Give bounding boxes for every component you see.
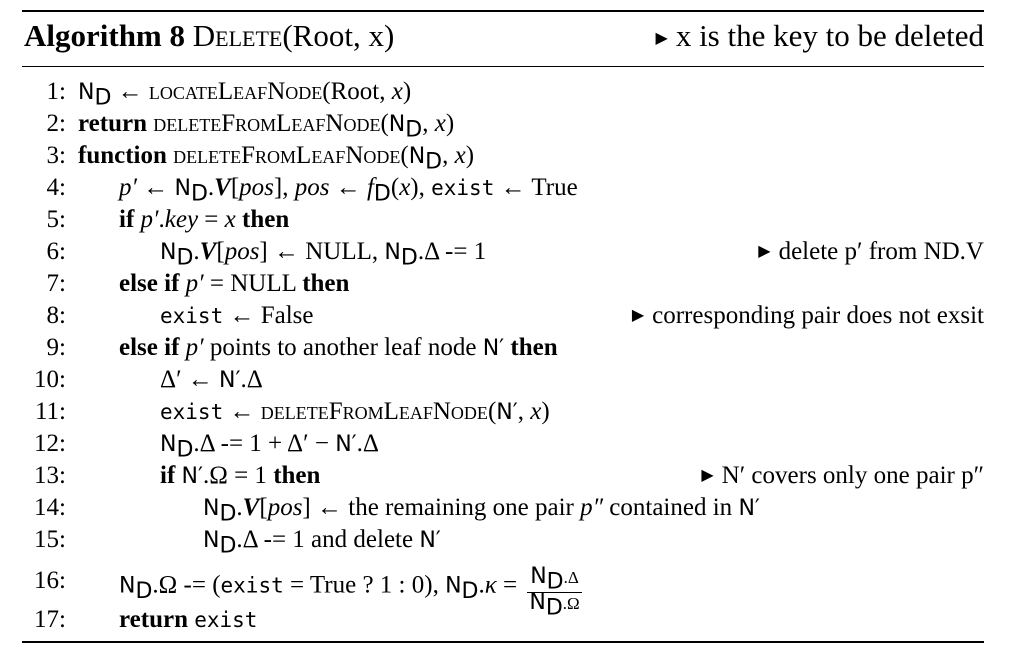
algorithm-line: 14: ND.V[pos] ← the remaining one pair p… (22, 492, 984, 527)
line-number: 13: (34, 462, 66, 489)
algorithm-lines: 1: ND ← locateLeafNode(Root, x) 2: retur… (22, 76, 984, 636)
line-number: 7: (46, 270, 66, 297)
algorithm-line: 7: else if p′ = NULL then (22, 268, 984, 300)
algorithm-line: 12: ND.Δ -= 1 + Δ′ − N′.Δ (22, 428, 984, 463)
algorithm-line: 2: return deleteFromLeafNode(ND, x) (22, 108, 984, 143)
bottom-rule (22, 641, 984, 643)
line-comment: ▶N′ covers only one pair p″ (701, 462, 984, 489)
line-number: 15: (34, 526, 66, 553)
algorithm-title: Algorithm 8 Delete(Root, x) (24, 18, 395, 53)
top-rule (22, 10, 984, 12)
algorithm-line: 16: ND.Ω -= (exist = True ? 1 : 0), ND.κ… (22, 556, 984, 619)
line-code: return deleteFromLeafNode(ND, x) (78, 110, 455, 143)
algorithm-line: 9: else if p′ points to another leaf nod… (22, 332, 984, 364)
algorithm-line: 8: exist ← False ▶corresponding pair doe… (22, 300, 984, 332)
line-number: 8: (46, 302, 66, 329)
line-code: if N′.Ω = 1 then (160, 462, 321, 489)
algorithm-line: 11: exist ← deleteFromLeafNode(N′, x) (22, 396, 984, 428)
algorithm-line: 1: ND ← locateLeafNode(Root, x) (22, 76, 984, 111)
line-number: 12: (34, 430, 66, 457)
line-code: Δ′ ← N′.Δ (160, 366, 263, 393)
line-comment: ▶delete p′ from ND.V (758, 238, 984, 265)
algorithm-line: 10: Δ′ ← N′.Δ (22, 364, 984, 396)
line-code: ND ← locateLeafNode(Root, x) (78, 78, 412, 111)
line-code: ND.Ω -= (exist = True ? 1 : 0), ND.κ = N… (119, 564, 582, 620)
comment-triangle-icon: ▶ (701, 467, 714, 484)
line-code: else if p′ = NULL then (119, 270, 350, 297)
line-code: ND.Δ -= 1 + Δ′ − N′.Δ (160, 430, 379, 463)
algorithm-line: 13: if N′.Ω = 1 then ▶N′ covers only one… (22, 460, 984, 492)
line-code: ND.V[pos] ← NULL, ND.Δ -= 1 (160, 238, 487, 271)
header-rule (22, 66, 984, 67)
line-code: exist ← deleteFromLeafNode(N′, x) (160, 398, 550, 425)
line-code: exist ← False (160, 302, 314, 329)
line-number: 4: (46, 174, 66, 201)
line-number: 17: (34, 606, 66, 633)
algorithm-line: 6: ND.V[pos] ← NULL, ND.Δ -= 1 ▶delete p… (22, 236, 984, 271)
line-number: 2: (46, 110, 66, 137)
line-number: 14: (34, 494, 66, 521)
line-code: ND.V[pos] ← the remaining one pair p″ co… (203, 494, 760, 527)
algorithm-header: Algorithm 8 Delete(Root, x) ▶x is the ke… (22, 18, 984, 58)
algorithm-line: 3: function deleteFromLeafNode(ND, x) (22, 140, 984, 175)
line-code: return exist (119, 606, 258, 633)
header-comment: ▶x is the key to be deleted (655, 18, 985, 53)
algorithm-args: (Root, x) (282, 18, 395, 53)
comment-triangle-icon: ▶ (631, 307, 645, 324)
line-number: 6: (46, 238, 66, 265)
line-comment: ▶corresponding pair does not exsit (631, 302, 984, 329)
line-code: p′ ← ND.V[pos], pos ← fD(x), exist ← Tru… (119, 174, 578, 207)
line-number: 10: (34, 366, 66, 393)
line-code: function deleteFromLeafNode(ND, x) (78, 142, 475, 175)
line-number: 11: (34, 398, 66, 425)
algorithm-line: 4: p′ ← ND.V[pos], pos ← fD(x), exist ← … (22, 172, 984, 207)
algorithm-line: 5: if p′.key = x then (22, 204, 984, 236)
line-number: 1: (46, 78, 66, 105)
line-code: if p′.key = x then (119, 206, 290, 233)
line-number: 3: (46, 142, 66, 169)
line-number: 5: (46, 206, 66, 233)
line-number: 16: (34, 567, 66, 594)
line-code: else if p′ points to another leaf node N… (119, 334, 558, 361)
algorithm-line: 15: ND.Δ -= 1 and delete N′ (22, 524, 984, 559)
algorithm-line: 17: return exist (22, 604, 984, 636)
line-code: ND.Δ -= 1 and delete N′ (203, 526, 441, 559)
comment-triangle-icon: ▶ (758, 243, 771, 260)
line-number: 9: (46, 334, 66, 361)
comment-triangle-icon: ▶ (655, 30, 668, 47)
